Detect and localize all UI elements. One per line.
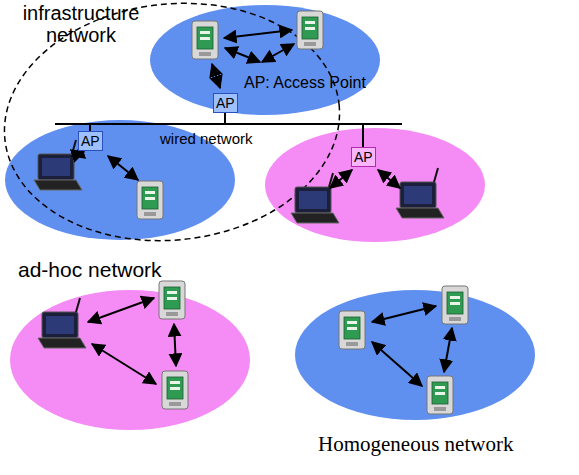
access-point-box: AP [351, 147, 376, 167]
access-point-label: AP [79, 132, 102, 150]
access-point-box: AP [78, 131, 103, 151]
access-point-label: AP [352, 148, 375, 166]
region-title: ad-hoc network [18, 258, 162, 282]
access-point-box: AP [213, 93, 238, 113]
access-point-label: AP [214, 94, 237, 112]
region-title: Homogeneous network [318, 432, 513, 457]
wire-label: wired network [160, 130, 253, 147]
legend-note: AP: Access Point [244, 74, 366, 92]
region-title: infrastructure network [6, 2, 156, 46]
